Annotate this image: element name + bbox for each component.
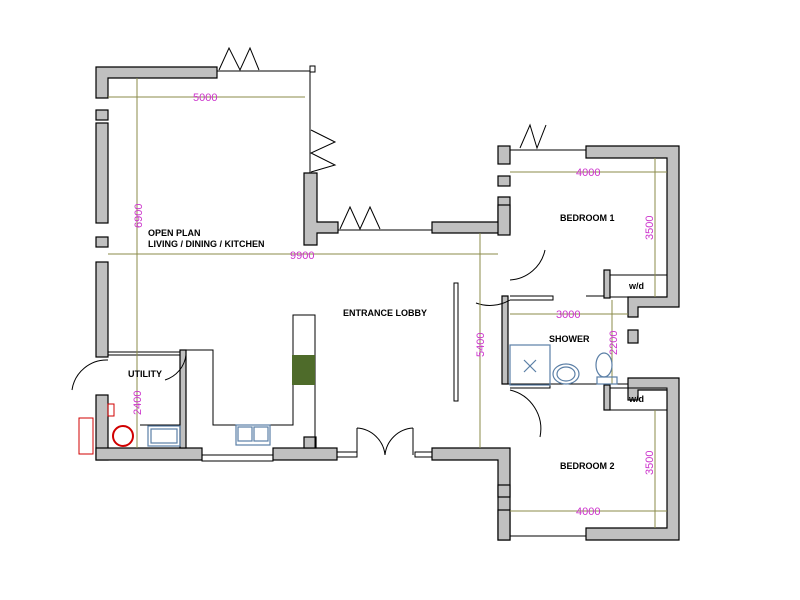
shower-tray-icon <box>509 344 551 386</box>
dim-bedroom2-width: 4000 <box>576 506 600 518</box>
radiator-icon <box>78 417 94 455</box>
walls <box>95 66 680 541</box>
dim-bedroom2-depth: 3500 <box>644 451 656 475</box>
label-wardrobe1: w/d <box>628 281 644 291</box>
dim-shower-depth: 2200 <box>608 331 620 355</box>
dim-shower-width: 3000 <box>556 309 580 321</box>
dim-bedroom1-width: 4000 <box>576 167 600 179</box>
label-entrance-lobby: ENTRANCE LOBBY <box>343 308 427 318</box>
basin-icon <box>552 363 580 385</box>
label-bedroom1: BEDROOM 1 <box>560 213 615 223</box>
label-utility: UTILITY <box>128 369 162 379</box>
fixtures <box>78 344 618 455</box>
boiler-icon <box>112 425 134 447</box>
hob-icon <box>292 355 315 385</box>
label-open-plan: OPEN PLAN <box>148 228 201 238</box>
kitchen-sink-icon <box>235 424 271 446</box>
dim-overall-width: 9900 <box>290 250 314 262</box>
label-bedroom2: BEDROOM 2 <box>560 461 615 471</box>
toilet-icon <box>595 352 618 385</box>
label-wardrobe2: w/d <box>628 394 644 404</box>
dim-bedroom1-depth: 3500 <box>644 216 656 240</box>
dimension-lines <box>108 78 667 528</box>
label-shower: SHOWER <box>549 334 590 344</box>
dim-utility-depth: 2400 <box>132 391 144 415</box>
dim-lobby-depth: 5400 <box>475 333 487 357</box>
dim-open-plan-depth: 6900 <box>133 204 145 228</box>
label-open-plan-sub: LIVING / DINING / KITCHEN <box>148 239 265 249</box>
utility-sink-icon <box>147 425 181 447</box>
dim-open-plan-width: 5000 <box>193 92 217 104</box>
